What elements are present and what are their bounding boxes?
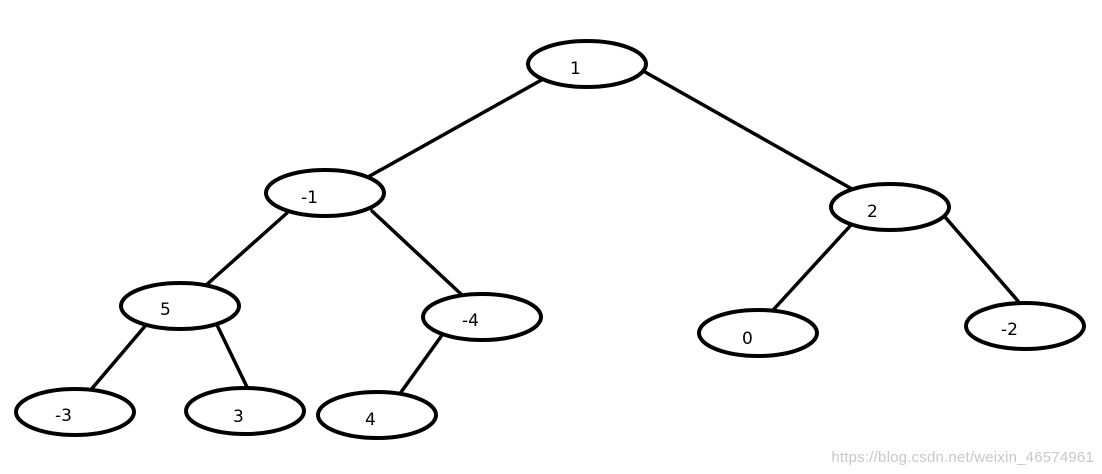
node-ellipse xyxy=(119,281,241,331)
node-label: 5 xyxy=(160,300,171,320)
edge-n5-n10 xyxy=(397,329,447,397)
node-label: 4 xyxy=(365,410,376,430)
node-ellipse xyxy=(316,390,438,440)
edge-n1-n3 xyxy=(643,70,854,191)
node-label: -1 xyxy=(301,188,318,208)
node-label: 3 xyxy=(233,407,244,427)
tree-node: 4 xyxy=(316,390,438,440)
edge-n4-n9 xyxy=(214,321,249,389)
node-ellipse xyxy=(184,386,306,436)
tree-node: 3 xyxy=(184,386,306,436)
node-label: -4 xyxy=(462,311,479,331)
tree-node: -2 xyxy=(964,301,1086,351)
edge-n3-n6 xyxy=(772,223,853,311)
tree-node: 5 xyxy=(119,281,241,331)
node-label: 1 xyxy=(570,59,581,79)
node-label: 2 xyxy=(867,202,878,222)
tree-node: 0 xyxy=(697,308,819,358)
tree-node: 1 xyxy=(526,39,648,89)
node-ellipse xyxy=(829,182,951,232)
edge-n3-n7 xyxy=(943,215,1020,303)
node-label: -2 xyxy=(1001,320,1018,340)
node-label: 0 xyxy=(742,329,753,349)
node-ellipse xyxy=(14,387,136,437)
edge-n1-n2 xyxy=(366,76,547,179)
edge-n4-n8 xyxy=(87,323,148,394)
edges-layer xyxy=(87,70,1020,397)
node-ellipse xyxy=(264,168,386,218)
edge-n2-n4 xyxy=(202,211,289,289)
tree-node: -3 xyxy=(14,387,136,437)
node-ellipse xyxy=(421,292,543,342)
node-ellipse xyxy=(697,308,819,358)
node-ellipse xyxy=(526,39,648,89)
tree-node: 2 xyxy=(829,182,951,232)
node-ellipse xyxy=(964,301,1086,351)
tree-node: -4 xyxy=(421,292,543,342)
tree-node: -1 xyxy=(264,168,386,218)
node-label: -3 xyxy=(55,406,72,426)
edge-n2-n5 xyxy=(370,209,464,297)
nodes-layer: 1 -1 2 5 -4 0 -2 -3 xyxy=(14,39,1086,440)
watermark-text: https://blog.csdn.net/weixin_46574961 xyxy=(831,449,1094,466)
